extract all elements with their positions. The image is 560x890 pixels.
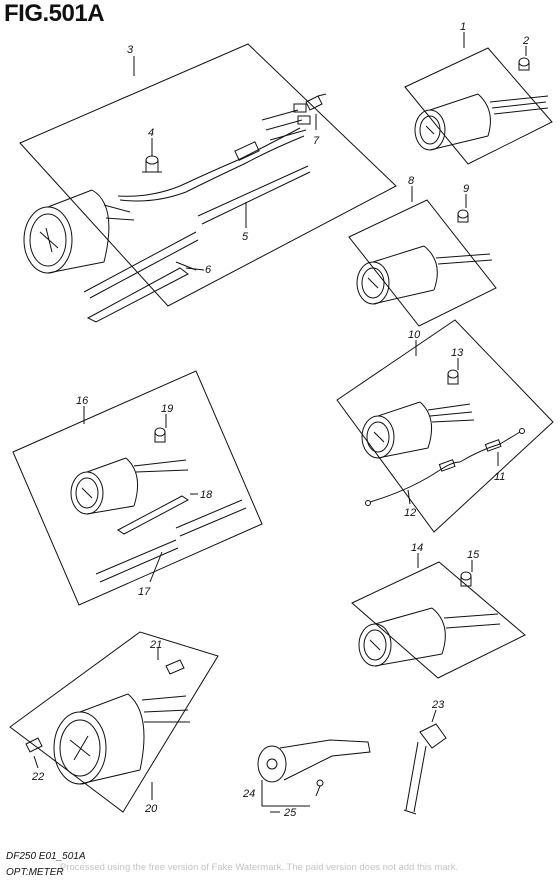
diagram-caption: OPT:METER (6, 867, 64, 878)
bulb-4 (142, 155, 162, 173)
callout-1: 1 (460, 21, 466, 33)
cable-tie-6 (86, 261, 197, 323)
callout-22: 22 (31, 771, 44, 783)
meter-gauge-14 (358, 607, 501, 667)
group-box-8 (348, 199, 497, 327)
leader-lines (33, 32, 527, 813)
callout-8: 8 (408, 175, 415, 187)
callout-7: 7 (313, 135, 320, 147)
callout-6: 6 (205, 264, 212, 276)
callout-25: 25 (283, 807, 297, 819)
meter-gauge-16 (70, 457, 189, 515)
callout-16: 16 (76, 395, 89, 407)
watermark-text: Processed using the free version of Fake… (60, 862, 459, 873)
group-box-16 (12, 370, 263, 606)
figure-title: FIG.501A (4, 0, 105, 27)
callout-14: 14 (411, 542, 423, 554)
callout-23: 23 (431, 699, 445, 711)
group-box-10 (336, 319, 554, 533)
meter-gauge-10 (361, 401, 475, 459)
callout-5: 5 (242, 231, 249, 243)
bulb-19 (154, 427, 166, 443)
bulb-9 (457, 209, 469, 223)
tube-17 (95, 499, 247, 583)
screw-25 (315, 779, 324, 797)
bracket-23 (403, 723, 447, 815)
callout-4: 4 (148, 127, 154, 139)
callout-18: 18 (200, 489, 213, 501)
wire-11 (459, 428, 525, 463)
bulb-13 (447, 369, 459, 385)
callout-11: 11 (494, 471, 505, 483)
meter-gauge-3 (23, 189, 135, 274)
model-code: DF250 E01_501A (6, 851, 86, 862)
callout-13: 13 (451, 347, 464, 359)
callout-9: 9 (463, 183, 469, 195)
callout-10: 10 (408, 329, 421, 341)
meter-gauge-8 (356, 245, 493, 305)
group-box-3 (19, 43, 397, 307)
callout-21: 21 (149, 639, 162, 651)
callout-15: 15 (467, 549, 480, 561)
tube-5 (83, 165, 311, 299)
group-box-1 (404, 47, 553, 165)
wiring-harness-3 (117, 103, 311, 202)
meter-gauge-1 (414, 93, 549, 151)
bulb-7 (305, 93, 327, 111)
callout-24: 24 (242, 788, 255, 800)
callout-2: 2 (522, 35, 529, 47)
callout-20: 20 (144, 803, 158, 815)
wire-12 (365, 459, 461, 506)
callout-12: 12 (404, 507, 416, 519)
bulb-21 (165, 659, 185, 675)
bulb-15 (460, 571, 472, 587)
bracket-24 (257, 739, 371, 783)
group-box-14 (351, 561, 526, 679)
bracket-24-25 (261, 780, 310, 807)
meter-gauge-20 (53, 693, 190, 785)
bulb-2 (518, 57, 530, 71)
cable-tie-18 (117, 495, 189, 535)
callout-3: 3 (127, 44, 134, 56)
callout-17: 17 (138, 586, 151, 598)
bulb-22 (25, 737, 43, 753)
callout-19: 19 (161, 403, 173, 415)
